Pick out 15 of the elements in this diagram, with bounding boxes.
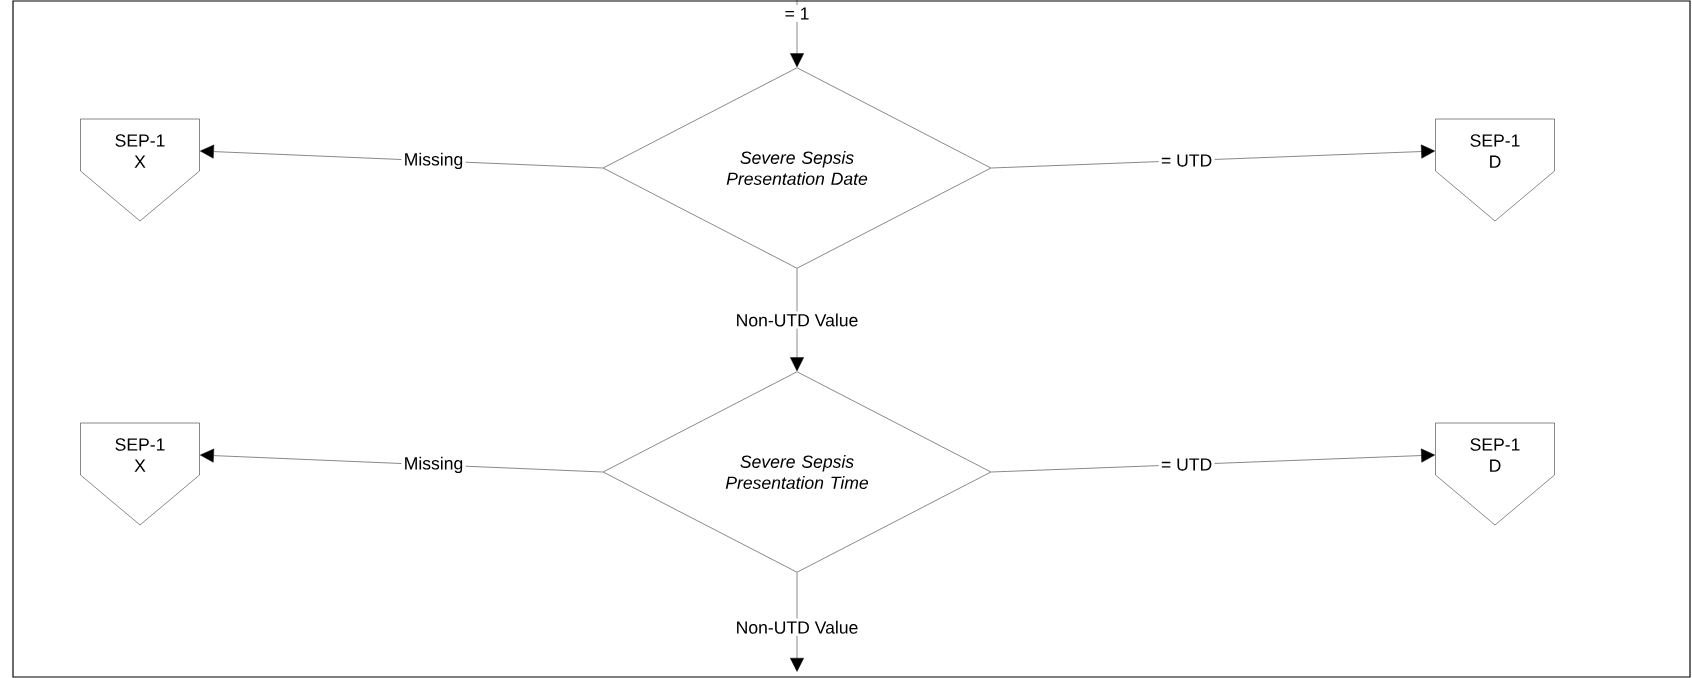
- edge-label: Missing: [401, 454, 466, 476]
- off-page-connector: SEP-1 D: [1435, 118, 1555, 222]
- edge-label: = UTD: [1158, 456, 1215, 473]
- edge-label: Non-UTD Value: [733, 618, 861, 637]
- arrow: [991, 448, 1435, 473]
- arrow: [790, 0, 804, 68]
- off-page-connector: SEP-1 D: [1435, 422, 1555, 526]
- arrow: [991, 144, 1435, 169]
- off-page-connector: SEP-1 X: [80, 422, 200, 526]
- edge-label: Missing: [401, 150, 466, 172]
- arrow: [790, 268, 804, 372]
- off-page-connector: SEP-1 X: [80, 118, 200, 222]
- edge-label: = UTD: [1158, 152, 1215, 169]
- edge-label: = 1: [782, 5, 812, 22]
- edge-label: Non-UTD Value: [733, 311, 861, 329]
